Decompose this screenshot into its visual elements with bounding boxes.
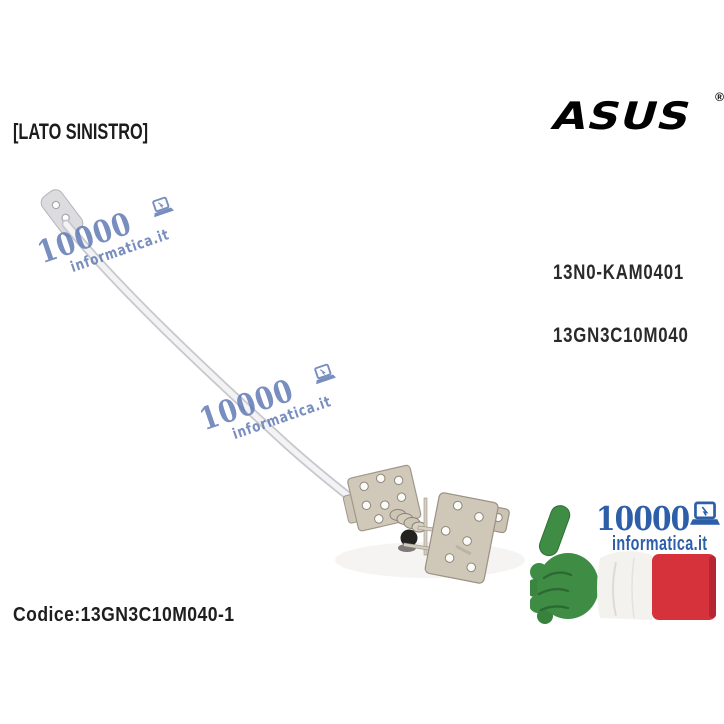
laptop-icon [690,501,720,525]
part-number-1: 13N0-KAM0401 [553,261,684,284]
watermark: 10000 informatica.it [195,356,358,451]
asus-logo-text: ASUS [547,94,698,139]
seller-logo: 10000 informatica.it [528,470,724,660]
product-code: Codice:13GN3C10M040-1 [13,604,235,626]
laptop-icon [152,196,174,218]
watermark: 10000 informatica.it [33,189,196,284]
italy-flag-thumbs-up-hand [530,505,716,624]
registered-trademark-symbol: ® [715,90,724,104]
asus-logo: ASUS ® [547,90,724,139]
part-number-2: 13GN3C10M040 [553,324,689,347]
hinge-strap [61,219,357,504]
laptop-icon [314,363,336,385]
hinge-right-plate [424,492,510,584]
seller-logo-number: 10000 [596,499,690,538]
side-label: [LATO SINISTRO] [13,119,149,144]
hinge-screw-head [400,529,418,547]
seller-logo-domain: informatica.it [612,533,708,555]
